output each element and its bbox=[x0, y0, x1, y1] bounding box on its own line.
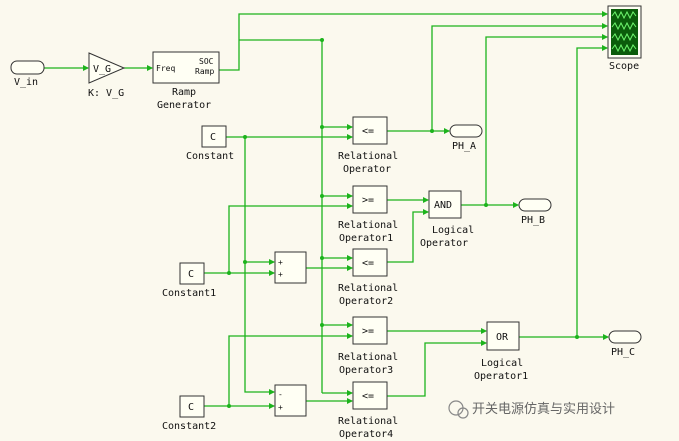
relop-symbol: <= bbox=[362, 126, 374, 137]
relop2-label-2: Operator2 bbox=[339, 296, 393, 307]
signal-wires bbox=[44, 11, 609, 409]
constant-symbol: C bbox=[210, 132, 216, 143]
relational-operator2-block[interactable]: <= Relational Operator2 bbox=[338, 248, 398, 307]
ramp-label-2: Generator bbox=[157, 100, 211, 111]
watermark: 开关电源仿真与实用设计 bbox=[448, 400, 615, 419]
sum2-plus-sign: + bbox=[278, 403, 283, 412]
constant2-symbol: C bbox=[188, 402, 194, 413]
sum2-minus-sign: - bbox=[278, 390, 283, 399]
relop4-label-1: Relational bbox=[338, 416, 398, 427]
relational-operator4-block[interactable]: <= Relational Operator4 bbox=[338, 381, 398, 440]
v-in-label: V_in bbox=[14, 77, 38, 88]
ph-c-label: PH_C bbox=[611, 347, 635, 358]
ph-b-label: PH_B bbox=[521, 215, 545, 226]
sum1-plus-sign: + bbox=[278, 270, 283, 279]
relop4-label-2: Operator4 bbox=[339, 429, 393, 440]
constant2-block[interactable]: C Constant2 bbox=[162, 395, 216, 432]
constant2-label: Constant2 bbox=[162, 421, 216, 432]
ph-a-port[interactable]: PH_A bbox=[449, 124, 483, 152]
ph-c-port[interactable]: PH_C bbox=[608, 330, 642, 358]
ramp-soc-port: SOC bbox=[199, 57, 214, 66]
sum-block-2[interactable]: - + bbox=[274, 384, 307, 417]
ramp-ramp-port: Ramp bbox=[195, 67, 214, 76]
relop3-label-2: Operator3 bbox=[339, 365, 393, 376]
relational-operator1-block[interactable]: >= Relational Operator1 bbox=[338, 185, 398, 244]
logical-operator-or-block[interactable]: OR Logical Operator1 bbox=[474, 321, 528, 382]
relational-operator3-block[interactable]: >= Relational Operator3 bbox=[338, 316, 398, 376]
relop1-label-1: Relational bbox=[338, 220, 398, 231]
relop2-symbol: <= bbox=[362, 258, 374, 269]
sum-block-1[interactable]: + + bbox=[274, 251, 307, 284]
gain-label: K: V_G bbox=[88, 88, 124, 99]
constant1-block[interactable]: C Constant1 bbox=[162, 262, 216, 299]
relational-operator-block[interactable]: <= Relational Operator bbox=[338, 116, 398, 175]
ramp-freq-port: Freq bbox=[156, 64, 175, 73]
constant-label: Constant bbox=[186, 151, 234, 162]
relop-label-2: Operator bbox=[343, 164, 391, 175]
constant1-label: Constant1 bbox=[162, 288, 216, 299]
v-in-port[interactable]: V_in bbox=[10, 60, 45, 88]
relop1-symbol: >= bbox=[362, 195, 374, 206]
ph-b-port[interactable]: PH_B bbox=[518, 198, 552, 226]
relop2-label-1: Relational bbox=[338, 283, 398, 294]
ph-a-label: PH_A bbox=[452, 141, 476, 152]
or-symbol: OR bbox=[496, 332, 509, 343]
constant-block[interactable]: C Constant bbox=[186, 125, 234, 162]
sum1-minus-sign: + bbox=[278, 258, 283, 267]
logical-label-1: Logical bbox=[432, 225, 474, 236]
ramp-label-1: Ramp bbox=[172, 87, 196, 98]
relop1-label-2: Operator1 bbox=[339, 233, 393, 244]
relop-label-1: Relational bbox=[338, 151, 398, 162]
ramp-generator-block[interactable]: Freq SOC Ramp Ramp Generator bbox=[152, 51, 220, 111]
and-symbol: AND bbox=[434, 200, 452, 211]
logical1-label-1: Logical bbox=[481, 358, 523, 369]
watermark-text: 开关电源仿真与实用设计 bbox=[472, 402, 615, 417]
scope-block[interactable]: Scope bbox=[607, 5, 642, 72]
logical-operator-and-block[interactable]: AND Logical Operator bbox=[420, 190, 474, 249]
constant1-symbol: C bbox=[188, 269, 194, 280]
relop3-symbol: >= bbox=[362, 326, 374, 337]
gain-symbol: V_G bbox=[93, 64, 111, 75]
logical-label-2: Operator bbox=[420, 238, 468, 249]
gain-block[interactable]: V_G K: V_G bbox=[88, 52, 126, 99]
scope-label: Scope bbox=[609, 61, 639, 72]
logical1-label-2: Operator1 bbox=[474, 371, 528, 382]
relop4-symbol: <= bbox=[362, 391, 374, 402]
relop3-label-1: Relational bbox=[338, 352, 398, 363]
